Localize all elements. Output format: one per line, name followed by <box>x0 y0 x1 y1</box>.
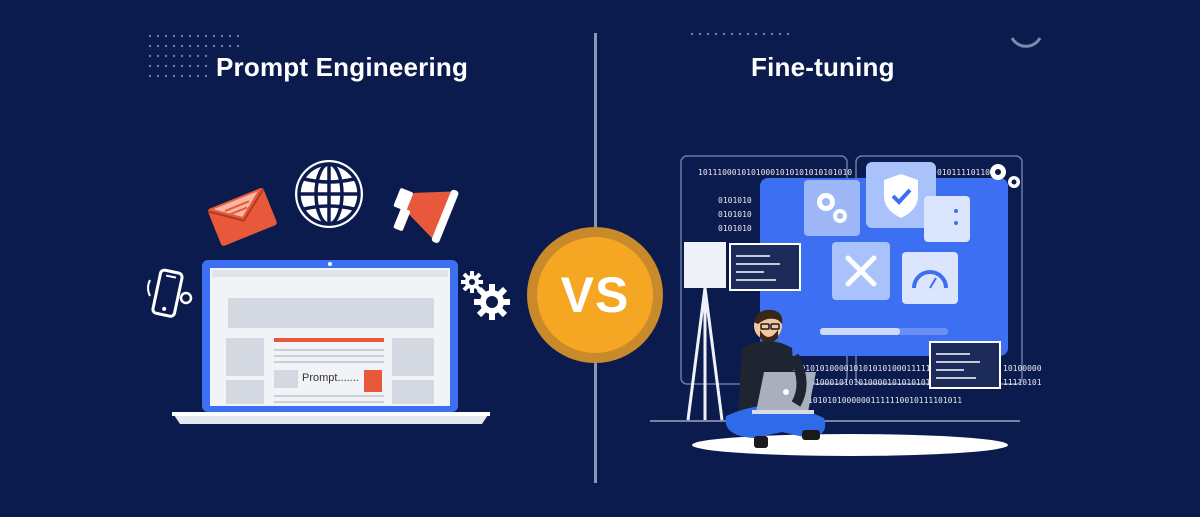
floor-lamp <box>684 242 726 421</box>
terminal-window-left <box>729 243 801 291</box>
dot-grid-right <box>690 32 790 36</box>
binary-line-5: 0101010 <box>718 224 752 233</box>
server-tile <box>924 196 970 242</box>
arc-decoration <box>1010 37 1042 48</box>
person-with-laptop <box>725 309 826 448</box>
gears-icon <box>461 271 510 320</box>
vs-badge: VS <box>537 237 653 353</box>
envelope-icon <box>207 188 277 246</box>
gauge-icon <box>902 252 958 304</box>
gears-icon-right <box>990 164 1020 188</box>
tools-icon <box>832 242 890 300</box>
settings-tile <box>804 180 860 236</box>
floor-ellipse <box>692 434 1008 456</box>
fine-tuning-title: Fine-tuning <box>751 52 895 82</box>
binary-line-9: 10100000 <box>1003 364 1042 373</box>
floor-line <box>650 420 1020 422</box>
laptop-illustration <box>172 260 490 424</box>
megaphone-icon <box>393 188 459 243</box>
shield-check-icon <box>866 162 936 228</box>
progress-bar <box>820 328 948 335</box>
dot-grid-left <box>148 34 240 78</box>
globe-icon <box>295 160 363 228</box>
binary-line-2: 01011110110 <box>937 168 990 177</box>
binary-line-4: 0101010 <box>718 210 752 219</box>
prompt-engineering-title: Prompt Engineering <box>216 52 469 82</box>
binary-line-7: 1010101000101010100001010101011 <box>786 378 936 387</box>
binary-line-8: 10101010000001111110010111101011 <box>808 396 963 405</box>
binary-line-6: 0000101010000101010101000111111 <box>786 364 936 373</box>
binary-line-10: 11110101 <box>1003 378 1042 387</box>
smartphone-icon <box>147 268 193 318</box>
binary-line-3: 0101010 <box>718 196 752 205</box>
prompt-placeholder-text: Prompt....... <box>302 372 359 384</box>
terminal-window-right <box>929 341 1001 389</box>
binary-line-1: 10111000101010001010101010101010 <box>698 168 853 177</box>
